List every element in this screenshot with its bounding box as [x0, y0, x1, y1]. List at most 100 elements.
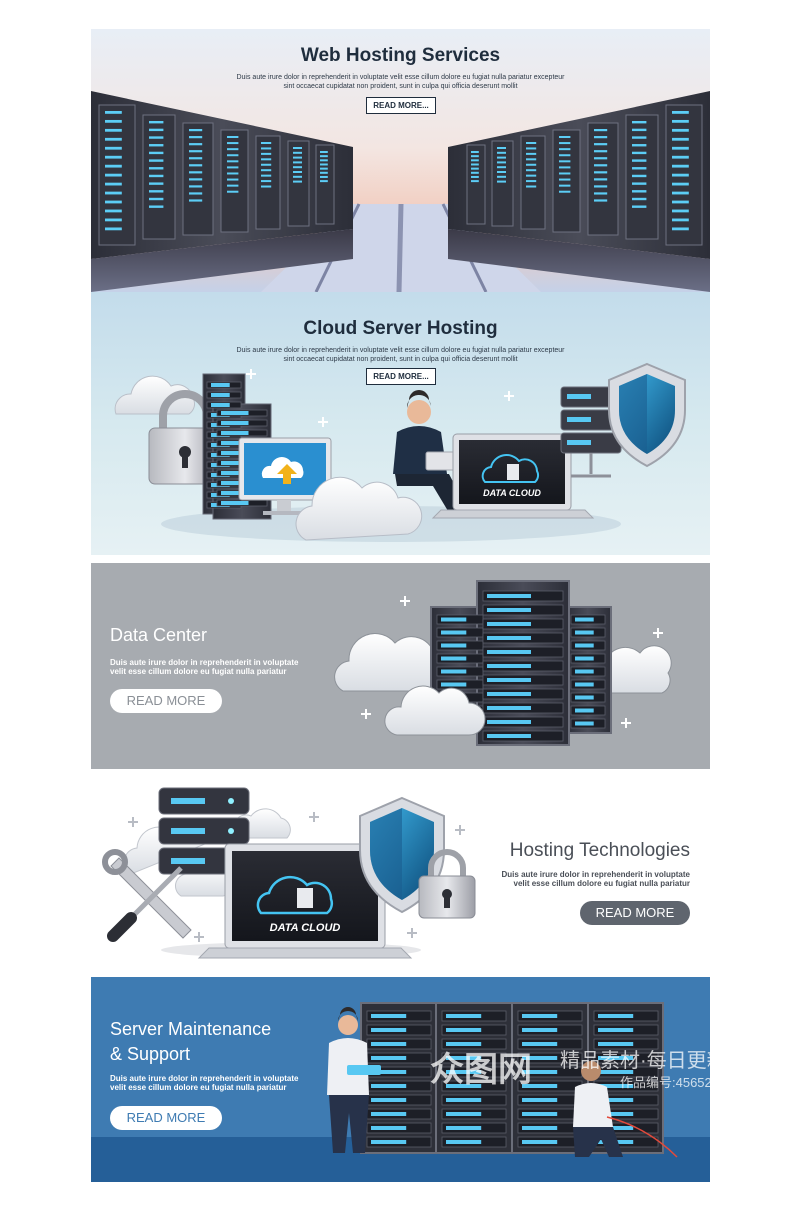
- cloud-server-illustration: [114, 362, 686, 542]
- rack-light: [526, 180, 537, 183]
- server-unit-light: [598, 1084, 634, 1088]
- rack-light: [672, 209, 689, 213]
- rack-light: [227, 136, 239, 138]
- server-unit-light: [575, 630, 594, 635]
- rack-light: [189, 143, 203, 146]
- rack-light: [105, 218, 122, 222]
- rack-light: [320, 151, 328, 153]
- rack-light: [497, 161, 506, 164]
- server-unit-light: [487, 636, 531, 640]
- rack-light: [471, 155, 479, 158]
- read-more-button[interactable]: READ MORE: [580, 901, 690, 925]
- rack-light: [471, 167, 479, 170]
- rack-light: [594, 199, 608, 202]
- server-unit-light: [487, 622, 531, 626]
- rack-light: [594, 143, 608, 146]
- rack-light: [672, 155, 689, 159]
- rack-light: [526, 152, 537, 155]
- banner-body-line1: Duis aute irure dolor in reprehenderit i…: [501, 870, 690, 879]
- server-unit-light: [371, 1070, 407, 1074]
- rack-light: [189, 164, 203, 167]
- rack-light: [471, 159, 479, 162]
- web-hosting-banner: Web Hosting Services Duis aute irure dol…: [91, 29, 710, 292]
- rack-light: [227, 160, 239, 163]
- document-icon: [297, 888, 313, 908]
- server-unit-light: [221, 491, 249, 495]
- rack-light: [632, 136, 647, 139]
- screwdriver-icon: [107, 866, 183, 942]
- rack-light: [672, 111, 689, 114]
- rack-light: [497, 180, 506, 183]
- server-unit-light: [211, 383, 230, 387]
- read-more-button[interactable]: READ MORE: [110, 1106, 222, 1130]
- rack-light: [320, 167, 328, 170]
- banner-body-line1: Duis aute irure dolor in reprehenderit i…: [110, 1074, 299, 1083]
- rack-light: [261, 169, 272, 172]
- rack-light: [471, 180, 479, 183]
- rack-light: [189, 185, 203, 188]
- rack-light: [559, 154, 571, 157]
- rack-light: [526, 185, 537, 188]
- padlock-icon: [418, 849, 476, 919]
- rack-light: [594, 157, 608, 160]
- rack-light: [293, 166, 302, 169]
- rack-light: [559, 190, 571, 193]
- server-unit-light: [487, 594, 531, 598]
- server-unit-light: [221, 461, 249, 465]
- hosting-tech-illustration: [102, 787, 476, 959]
- server-unit-light: [598, 1056, 634, 1060]
- banner-body-line2: sint occaecat cupidatat non proident, su…: [283, 356, 518, 363]
- rack-light: [320, 171, 328, 174]
- rack-light: [227, 172, 239, 175]
- rack-light: [105, 119, 122, 123]
- rack-light: [105, 182, 122, 186]
- server-unit-light: [441, 669, 467, 674]
- rack-light: [497, 171, 506, 173]
- rack-light: [149, 174, 164, 178]
- server-unit-light: [598, 1112, 634, 1116]
- banner-body-line2: velit esse cillum dolore eu fugiat nulla…: [110, 667, 287, 676]
- rack-light: [227, 166, 239, 169]
- server-unit-light: [487, 734, 531, 738]
- server-unit-light: [522, 1112, 558, 1116]
- server-unit-light: [371, 1056, 407, 1060]
- rack-light: [105, 164, 122, 168]
- server-unit-light: [487, 664, 531, 668]
- server-unit-light: [598, 1028, 634, 1032]
- banner-body-line2: velit esse cillum dolore eu fugiat nulla…: [110, 1083, 287, 1092]
- server-unit-light: [221, 481, 249, 485]
- rack-light: [105, 128, 122, 132]
- rack-light: [227, 190, 239, 193]
- monitor-upload-illustration: [238, 437, 332, 515]
- rack-light: [632, 159, 647, 162]
- server-unit-light: [441, 682, 467, 687]
- rack-light: [632, 128, 647, 132]
- read-more-button[interactable]: READ MORE: [110, 689, 222, 713]
- server-unit-light: [221, 421, 249, 425]
- rack-light: [149, 136, 164, 139]
- server-unit-light: [598, 1042, 634, 1046]
- server-unit-light: [446, 1056, 482, 1060]
- server-unit-light: [598, 1070, 634, 1074]
- server-unit-light: [446, 1098, 482, 1102]
- banner-title: Data Center: [110, 625, 208, 645]
- rack-light: [672, 164, 689, 168]
- rack-light: [149, 128, 164, 132]
- rack-light: [632, 190, 647, 193]
- rack-light: [632, 151, 647, 155]
- server-unit-light: [446, 1126, 482, 1130]
- banner-body-line2: velit esse cillum dolore eu fugiat nulla…: [513, 879, 691, 888]
- read-more-button[interactable]: READ MORE...: [366, 368, 436, 385]
- server-unit-light: [371, 1028, 407, 1032]
- rack-light: [594, 178, 608, 181]
- server-unit-light: [487, 678, 531, 682]
- rack-light: [471, 163, 479, 166]
- watermark-brand: 众图网: [430, 1051, 532, 1089]
- rack-light: [293, 175, 302, 178]
- read-more-button[interactable]: READ MORE...: [366, 97, 436, 114]
- rack-light: [293, 151, 302, 154]
- server-unit-light: [487, 608, 531, 612]
- server-unit-light: [598, 1014, 634, 1018]
- banner-body-line1: Duis aute irure dolor in reprehenderit i…: [236, 347, 565, 354]
- plus-sparkle-icon: [361, 596, 663, 728]
